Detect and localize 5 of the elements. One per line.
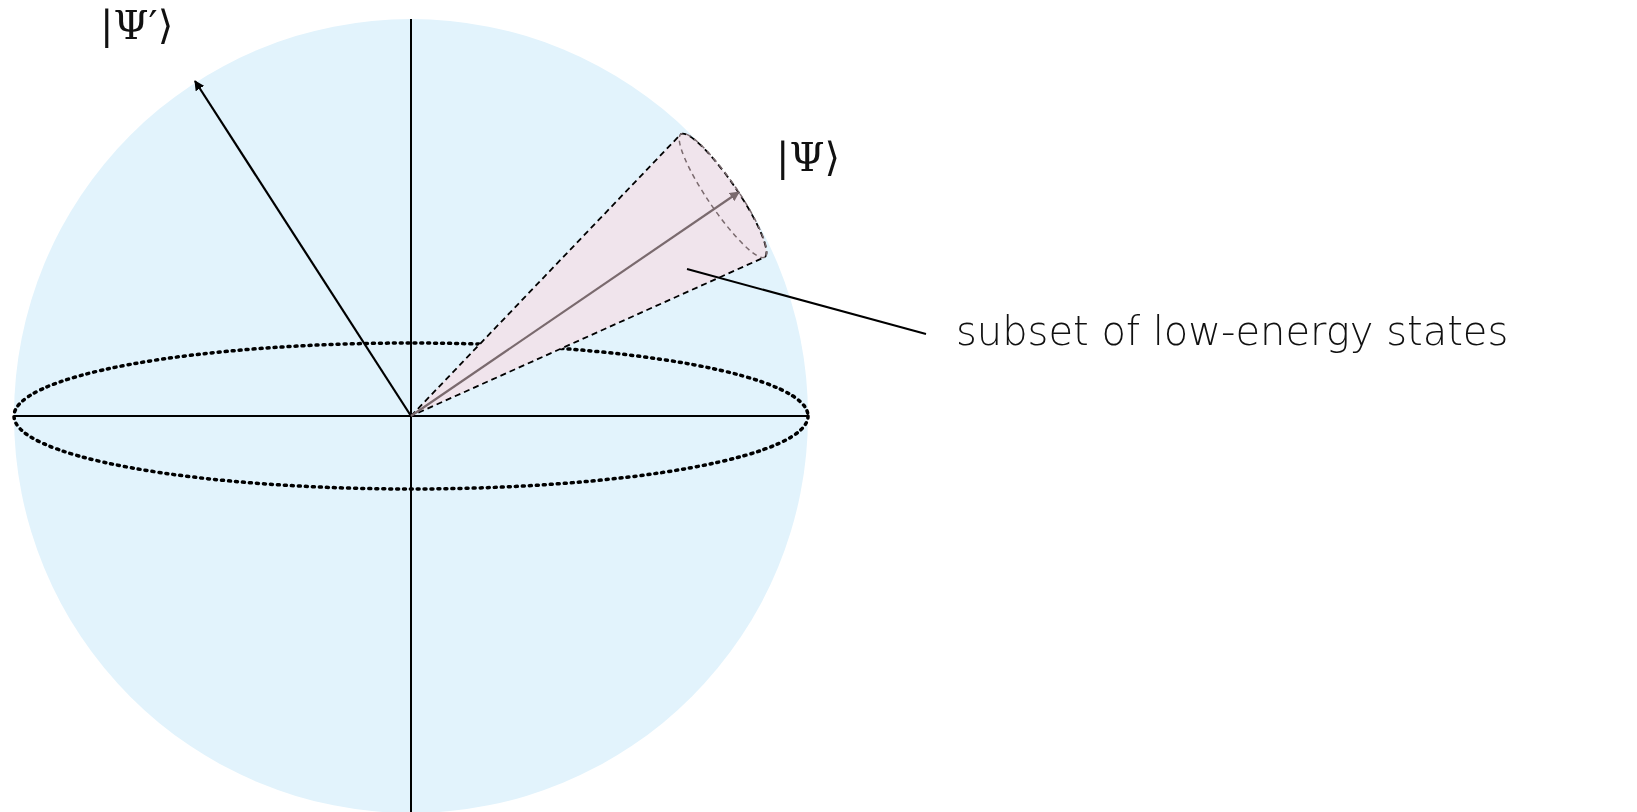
state-label: |Ψ⟩ — [776, 134, 841, 180]
callout-text: subset of low-energy states — [956, 308, 1509, 354]
state-label: |Ψ′⟩ — [100, 2, 174, 48]
leader-line — [686, 268, 927, 335]
cone-shape — [410, 132, 768, 417]
